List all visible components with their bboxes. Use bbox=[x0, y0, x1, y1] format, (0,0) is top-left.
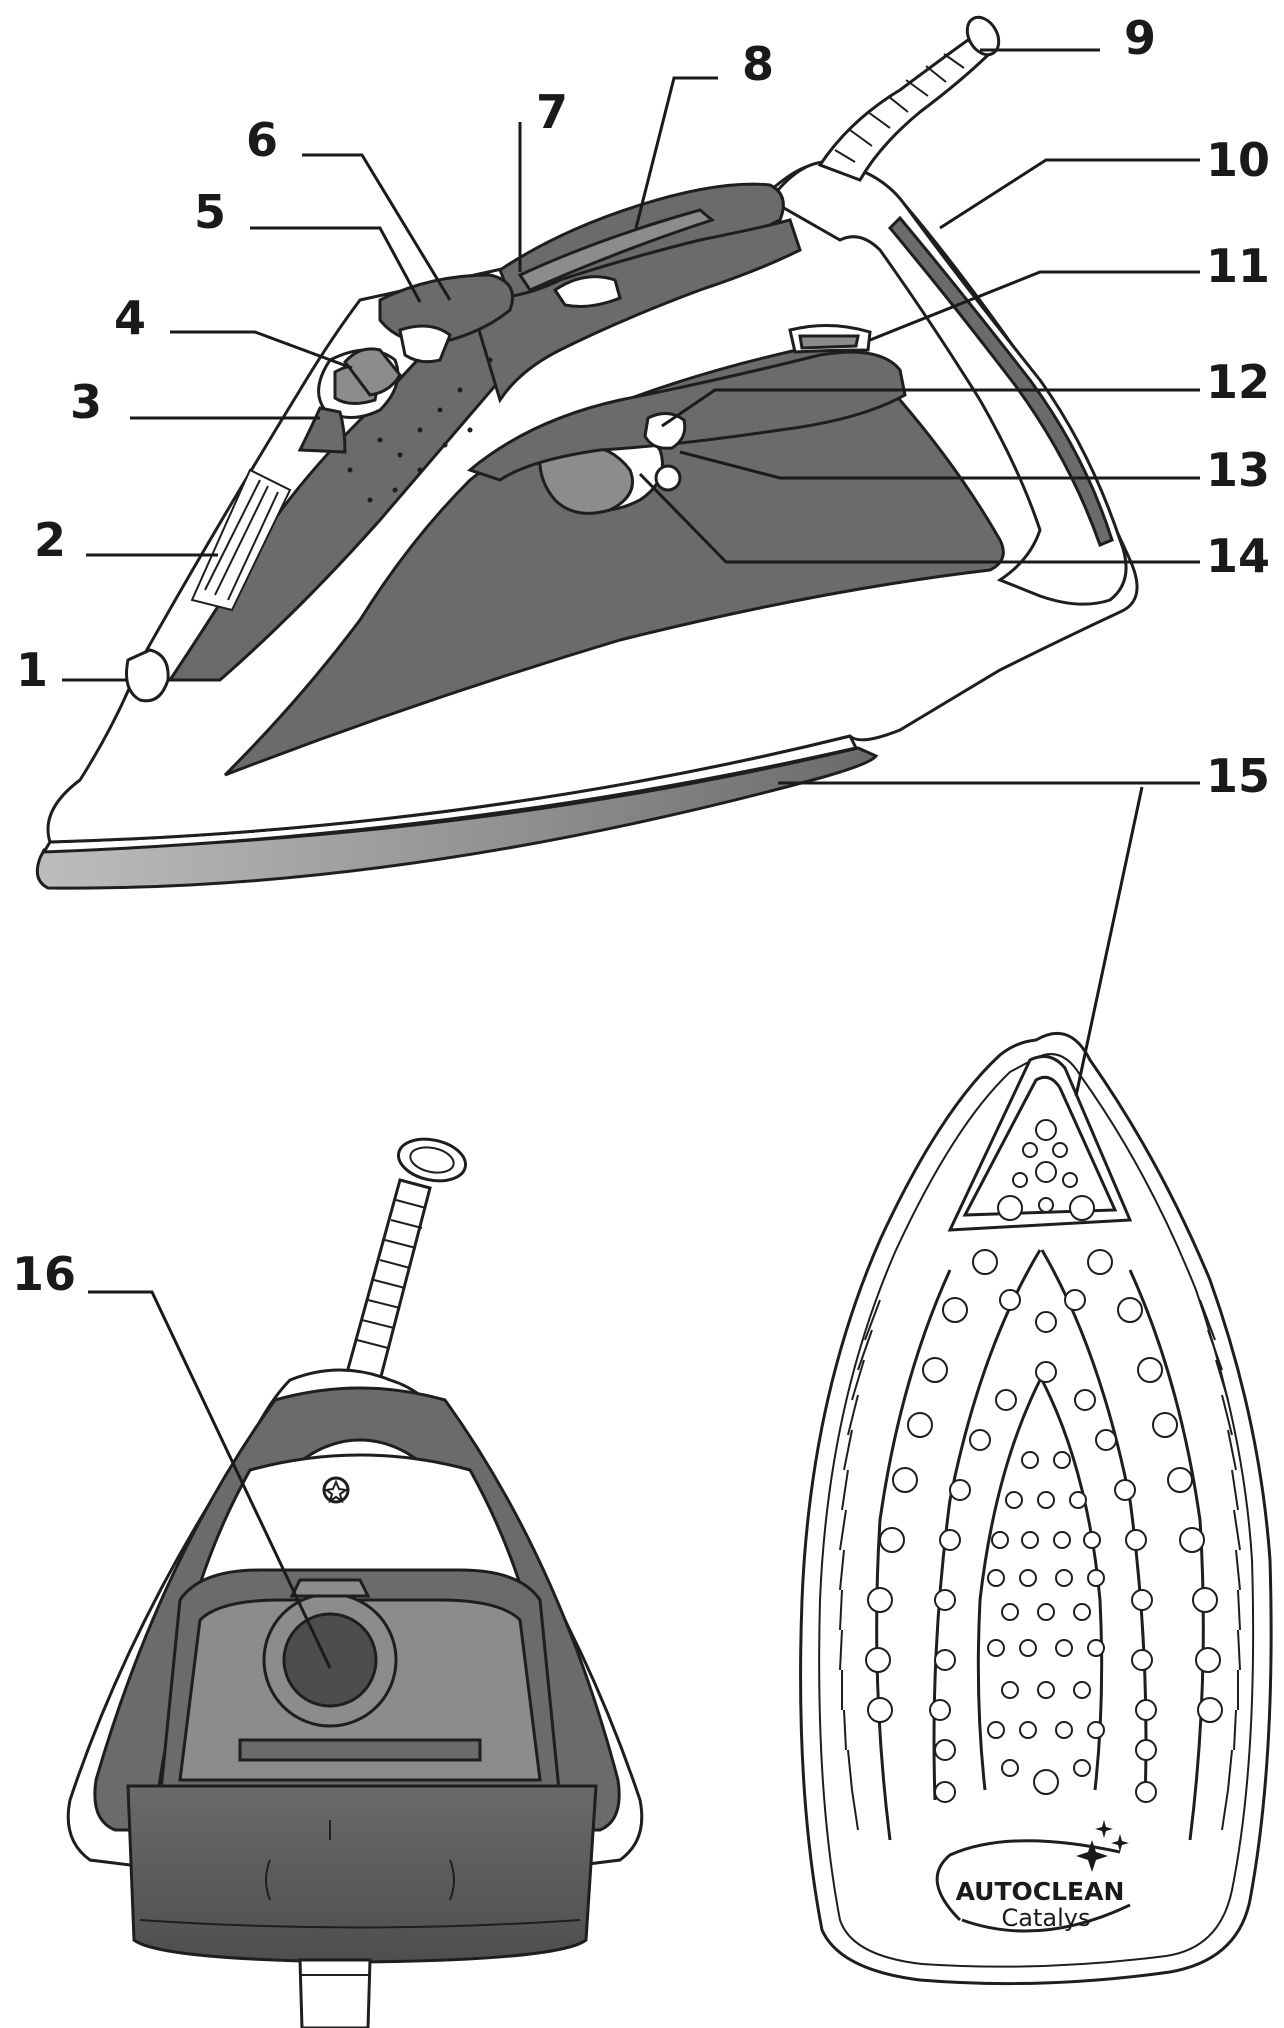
soleplate-view: AUTOCLEAN Catalys bbox=[799, 1031, 1273, 1986]
brand-autoclean: AUTOCLEAN bbox=[956, 1877, 1125, 1906]
callout-4: 4 bbox=[114, 291, 146, 345]
callout-11: 11 bbox=[1206, 239, 1270, 293]
callout-15: 15 bbox=[1206, 749, 1270, 803]
steam-holes bbox=[865, 1119, 1223, 1803]
sparkle-icon bbox=[1076, 1840, 1108, 1872]
iron-side-view bbox=[35, 15, 1139, 890]
rear-base bbox=[126, 1784, 598, 1964]
callout-1: 1 bbox=[16, 643, 48, 697]
self-clean-button bbox=[643, 412, 687, 450]
callout-2: 2 bbox=[34, 513, 66, 567]
callout-10: 10 bbox=[1206, 133, 1270, 187]
callout-8: 8 bbox=[742, 37, 774, 91]
callout-5: 5 bbox=[194, 185, 226, 239]
tank-top bbox=[466, 350, 907, 482]
fill-cap bbox=[552, 275, 622, 308]
callout-9: 9 bbox=[1124, 11, 1156, 65]
callout-numbers: 1 2 3 4 5 6 7 8 9 10 11 12 13 14 15 16 bbox=[12, 11, 1270, 1301]
callout-6: 6 bbox=[246, 113, 278, 167]
spray-button bbox=[343, 347, 402, 397]
leader-lines bbox=[62, 48, 1200, 1669]
iron-rear-view bbox=[66, 1137, 644, 2028]
callout-12: 12 bbox=[1206, 355, 1270, 409]
callout-7: 7 bbox=[536, 85, 568, 139]
panel-dots bbox=[347, 357, 493, 503]
callout-16: 16 bbox=[12, 1247, 76, 1301]
callout-3: 3 bbox=[70, 375, 102, 429]
callout-13: 13 bbox=[1206, 443, 1270, 497]
handle-rear bbox=[767, 160, 1128, 606]
callout-14: 14 bbox=[1206, 529, 1270, 583]
brand-catalys: Catalys bbox=[1002, 1904, 1091, 1932]
